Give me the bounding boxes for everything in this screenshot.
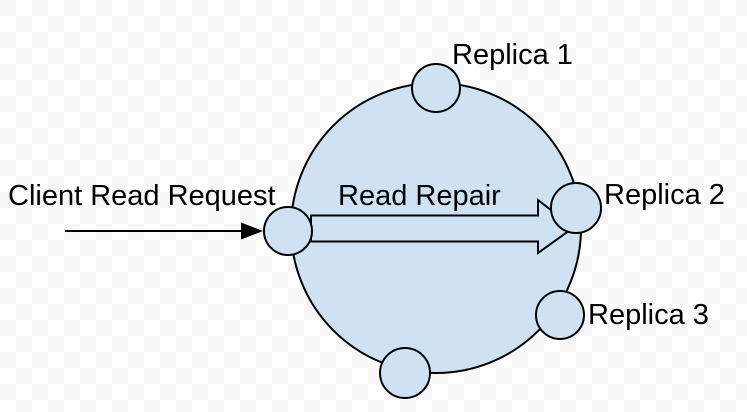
read-repair-block-arrow — [310, 197, 576, 255]
client-read-request-label: Client Read Request — [8, 180, 276, 212]
replica-1-node — [411, 63, 461, 113]
replica-1-label: Replica 1 — [452, 39, 573, 71]
bottom-node — [379, 347, 431, 399]
client-request-arrowhead-icon — [241, 222, 263, 240]
replica-2-label: Replica 2 — [604, 179, 725, 211]
replica-3-label: Replica 3 — [588, 299, 709, 331]
read-repair-label: Read Repair — [338, 180, 501, 212]
coordinator-node — [263, 206, 313, 256]
replica-3-node — [535, 290, 585, 340]
replica-2-node — [550, 182, 602, 234]
client-request-arrow — [65, 222, 263, 240]
